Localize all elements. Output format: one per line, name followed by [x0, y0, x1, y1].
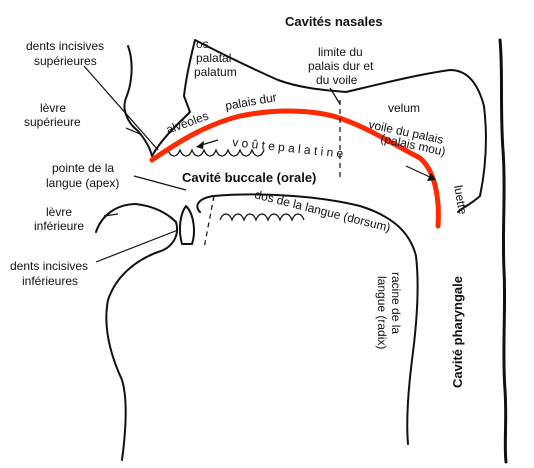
label-uvula: luette — [451, 184, 470, 216]
upper-teeth — [167, 148, 265, 157]
label-tongue-tip: pointe de la — [52, 161, 114, 175]
vault-arrow-right-head — [427, 173, 436, 181]
palate-highlight — [149, 108, 441, 229]
dashed-line-apex — [203, 195, 215, 249]
label-palatal-bone-3: palatum — [194, 65, 237, 79]
leader-upper-incisors — [83, 65, 159, 151]
leader-lower-incisors — [95, 229, 179, 263]
label-oral-cavity: Cavité buccale (orale) — [182, 170, 316, 185]
label-nasal-cavities: Cavités nasales — [285, 14, 383, 29]
label-palatal-bone-2: palatal — [196, 51, 231, 65]
lower-tract-outline — [95, 203, 178, 461]
label-palatal-vault: v o û t e p a l a t i n e — [232, 135, 345, 161]
leader-limit — [329, 87, 341, 105]
leader-upper-lip — [125, 127, 141, 135]
pharynx-back-wall — [498, 38, 508, 464]
label-upper-incisors: dents incisives — [26, 39, 104, 53]
label-lower-lip-2: inférieure — [34, 219, 84, 233]
label-tongue-root: racine de la — [389, 272, 403, 334]
label-upper-lip: lèvre — [40, 101, 66, 115]
label-palatal-bone: os — [196, 37, 209, 51]
label-tongue-root-2: langue (radix) — [375, 276, 389, 349]
label-limit-3: du voile — [316, 73, 358, 87]
label-limit: limite du — [318, 45, 363, 59]
lower-incisor — [178, 205, 195, 245]
label-alveoles: alvéoles — [164, 109, 210, 137]
vault-arrow-left-head — [196, 141, 204, 149]
label-upper-lip-2: supérieure — [24, 115, 81, 129]
label-lower-incisors: dents incisives — [10, 259, 88, 273]
lower-teeth — [219, 213, 305, 222]
leader-tongue-tip — [133, 175, 187, 191]
upper-face-outline — [123, 39, 487, 213]
tongue-outline — [196, 193, 419, 445]
label-lower-lip: lèvre — [46, 205, 72, 219]
label-tongue-tip-2: langue (apex) — [46, 176, 119, 190]
label-upper-incisors-2: supérieures — [34, 54, 97, 68]
label-velum: velum — [388, 101, 420, 115]
vault-arrow-right — [405, 165, 433, 179]
label-pharyngeal-cavity: Cavité pharyngale — [450, 276, 465, 388]
label-lower-incisors-2: inférieures — [22, 274, 78, 288]
leader-lower-lip — [103, 213, 119, 217]
label-limit-2: palais dur et — [308, 59, 374, 73]
